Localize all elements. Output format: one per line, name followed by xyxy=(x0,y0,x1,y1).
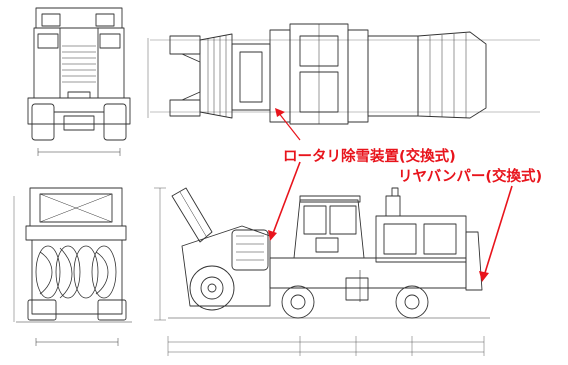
front-view xyxy=(27,7,131,156)
rear-bumper-label: リヤバンパー(交換式) xyxy=(398,169,543,185)
rear-view xyxy=(13,187,132,346)
rotary-snow-remover-label: ロータリ除雪装置(交換式) xyxy=(283,149,456,165)
side-view xyxy=(154,187,490,356)
callout-arrows xyxy=(268,108,513,282)
plan-view xyxy=(147,23,540,125)
